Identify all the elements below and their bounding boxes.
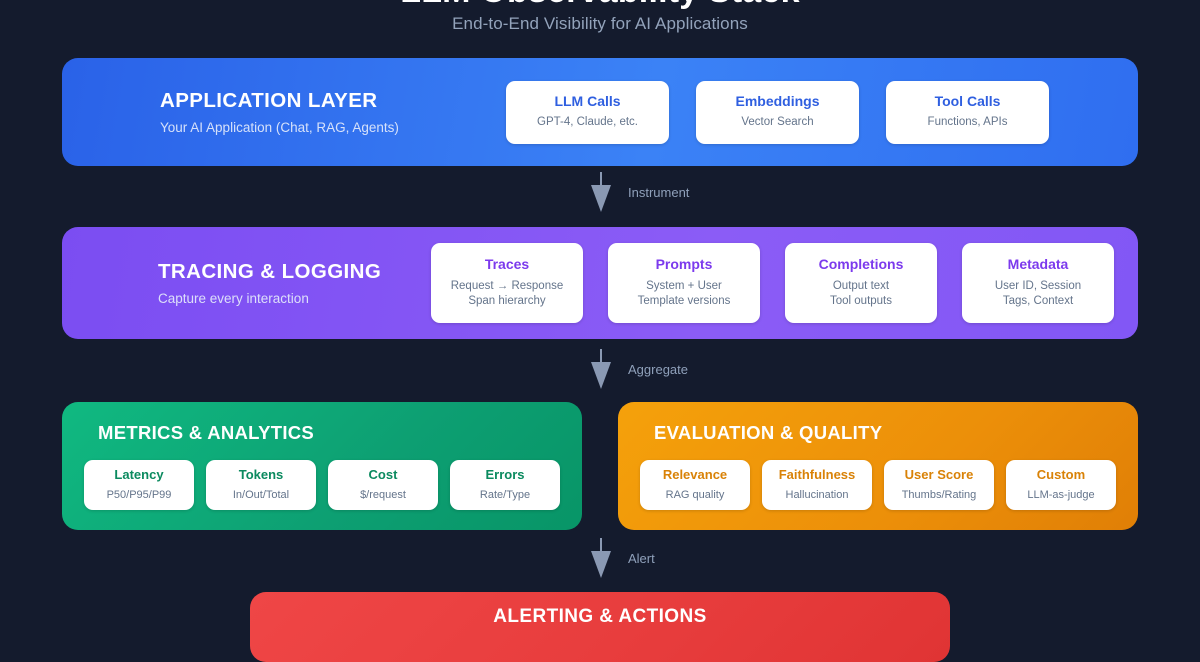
card-title: Prompts — [655, 255, 713, 272]
card-subtitle-line2: Template versions — [637, 295, 731, 308]
card-title: Relevance — [662, 467, 728, 483]
application-layer-subtitle: Your AI Application (Chat, RAG, Agents) — [160, 120, 399, 135]
application-layer-heading: APPLICATION LAYER Your AI Application (C… — [86, 89, 500, 135]
card-tokens[interactable]: Tokens In/Out/Total — [206, 460, 316, 510]
card-subtitle: Thumbs/Rating — [901, 488, 977, 501]
card-subtitle-line2: Tool outputs — [829, 295, 892, 308]
card-subtitle-line1: Request → Response — [450, 279, 564, 292]
card-embeddings[interactable]: Embeddings Vector Search — [696, 80, 859, 144]
card-subtitle: Functions, APIs — [927, 116, 1008, 129]
card-subtitle: $/request — [360, 488, 406, 501]
card-title: Tool Calls — [934, 92, 1001, 109]
card-subtitle: Output text Tool outputs — [830, 279, 892, 311]
connector-aggregate: Aggregate — [590, 349, 688, 389]
card-subtitle: LLM-as-judge — [1027, 488, 1095, 501]
card-subtitle: Vector Search — [741, 116, 814, 129]
card-subtitle: Hallucination — [785, 488, 849, 501]
card-subtitle: System + User Template versions — [638, 279, 731, 311]
evaluation-layer-cards: Relevance RAG quality Faithfulness Hallu… — [618, 444, 1138, 510]
arrow-down-icon — [590, 172, 612, 212]
card-title: Custom — [1036, 467, 1086, 483]
card-title: Errors — [485, 467, 525, 483]
connector-label: Instrument — [628, 184, 690, 200]
card-relevance[interactable]: Relevance RAG quality — [640, 460, 750, 510]
application-layer-title: APPLICATION LAYER — [160, 89, 378, 112]
metrics-layer-band[interactable]: METRICS & ANALYTICS Latency P50/P95/P99 … — [62, 402, 582, 530]
card-title: Completions — [818, 255, 904, 272]
arrow-down-icon — [590, 538, 612, 578]
card-metadata[interactable]: Metadata User ID, Session Tags, Context — [962, 243, 1114, 323]
card-errors[interactable]: Errors Rate/Type — [450, 460, 560, 510]
card-prompts[interactable]: Prompts System + User Template versions — [608, 243, 760, 323]
metrics-layer-cards: Latency P50/P95/P99 Tokens In/Out/Total … — [62, 444, 582, 510]
card-completions[interactable]: Completions Output text Tool outputs — [785, 243, 937, 323]
evaluation-layer-title: EVALUATION & QUALITY — [654, 422, 883, 443]
card-subtitle: Rate/Type — [479, 488, 531, 501]
card-subtitle-line1: Output text — [832, 279, 890, 292]
application-layer-band[interactable]: APPLICATION LAYER Your AI Application (C… — [62, 58, 1138, 166]
card-subtitle: P50/P95/P99 — [106, 488, 172, 501]
card-subtitle-line2: Span hierarchy — [468, 295, 546, 308]
evaluation-layer-band[interactable]: EVALUATION & QUALITY Relevance RAG quali… — [618, 402, 1138, 530]
card-subtitle: GPT-4, Claude, etc. — [537, 116, 638, 129]
connector-alert: Alert — [590, 538, 655, 578]
card-faithfulness[interactable]: Faithfulness Hallucination — [762, 460, 872, 510]
connector-instrument: Instrument — [590, 172, 689, 212]
card-title: Faithfulness — [778, 467, 856, 483]
tracing-layer-subtitle: Capture every interaction — [158, 291, 309, 306]
card-subtitle-line1: System + User — [646, 279, 722, 292]
card-user-score[interactable]: User Score Thumbs/Rating — [884, 460, 994, 510]
card-title: Tokens — [238, 467, 284, 483]
card-subtitle: User ID, Session Tags, Context — [995, 279, 1081, 311]
arrow-down-icon — [590, 349, 612, 389]
alerting-layer-title: ALERTING & ACTIONS — [493, 606, 707, 627]
page-subtitle: End-to-End Visibility for AI Application… — [452, 14, 748, 33]
card-title: Cost — [368, 467, 398, 483]
alerting-layer-band[interactable]: ALERTING & ACTIONS — [250, 592, 950, 662]
tracing-layer-band[interactable]: TRACING & LOGGING Capture every interact… — [62, 227, 1138, 339]
card-subtitle-line2: Tags, Context — [1002, 295, 1074, 308]
card-traces[interactable]: Traces Request → Response Span hierarchy — [431, 243, 583, 323]
tracing-layer-title: TRACING & LOGGING — [158, 260, 382, 283]
card-tool-calls[interactable]: Tool Calls Functions, APIs — [886, 80, 1049, 144]
metrics-layer-title: METRICS & ANALYTICS — [98, 422, 315, 443]
card-subtitle-line1: User ID, Session — [994, 279, 1082, 292]
card-title: Latency — [114, 467, 164, 483]
tracing-layer-heading: TRACING & LOGGING Capture every interact… — [86, 260, 431, 306]
card-subtitle: Request → Response Span hierarchy — [451, 279, 564, 311]
page-title: LLM Observability Stack — [0, 0, 1200, 8]
card-title: Traces — [484, 255, 530, 272]
card-title: User Score — [904, 467, 974, 483]
connector-label: Alert — [628, 550, 655, 566]
connector-label: Aggregate — [628, 361, 688, 377]
card-llm-calls[interactable]: LLM Calls GPT-4, Claude, etc. — [506, 80, 669, 144]
card-cost[interactable]: Cost $/request — [328, 460, 438, 510]
application-layer-cards: LLM Calls GPT-4, Claude, etc. Embeddings… — [506, 80, 1049, 144]
card-latency[interactable]: Latency P50/P95/P99 — [84, 460, 194, 510]
card-title: Embeddings — [735, 92, 820, 109]
card-title: Metadata — [1007, 255, 1069, 272]
card-title: LLM Calls — [554, 92, 621, 109]
card-subtitle: RAG quality — [665, 488, 725, 501]
card-custom[interactable]: Custom LLM-as-judge — [1006, 460, 1116, 510]
tracing-layer-cards: Traces Request → Response Span hierarchy… — [431, 243, 1114, 323]
card-subtitle: In/Out/Total — [232, 488, 290, 501]
